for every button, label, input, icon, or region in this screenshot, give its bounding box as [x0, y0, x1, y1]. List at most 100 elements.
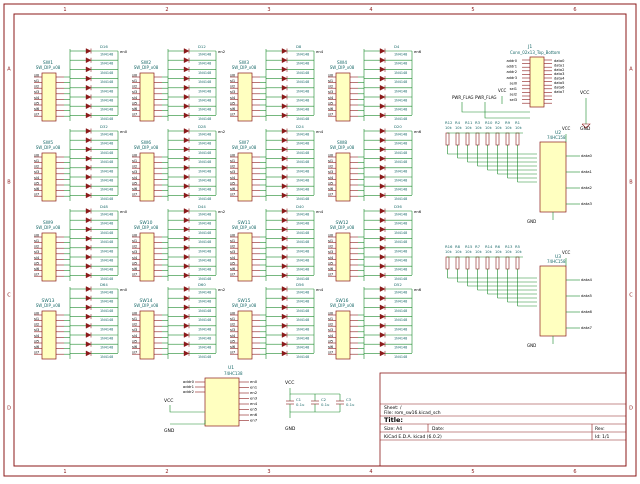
resistor-value: 10k — [505, 126, 513, 130]
connector-value: Conn_02x13_Top_Bottom — [510, 50, 560, 55]
diode-symbol — [281, 208, 288, 214]
diode-symbol — [183, 94, 190, 100]
diode-value: 1N4148 — [296, 179, 309, 183]
diode-symbol — [379, 57, 386, 64]
sel-net-label: sl2 — [132, 245, 137, 249]
diode-value: 1N4148 — [394, 222, 407, 226]
sel-net-label: sl4 — [34, 96, 40, 100]
decoder-input-net: addr1 — [183, 384, 195, 389]
diode-symbol — [379, 295, 386, 302]
switch-block: SW11SW_DIP_x08sl0sl1sl2sl3sl4sl5sl6sl71N… — [230, 204, 324, 282]
diode-symbol — [281, 332, 288, 338]
decoder-input-net: addr0 — [183, 379, 195, 384]
sel-net-label: sl2 — [132, 323, 137, 327]
diode-value: 1N4148 — [296, 99, 309, 103]
sel-net-label: sl1 — [34, 159, 39, 163]
diode-ref: D36 — [394, 204, 402, 209]
switch-block: SW16SW_DIP_x08sl0sl1sl2sl3sl4sl5sl6sl71N… — [328, 282, 422, 360]
diode-symbol — [281, 244, 288, 251]
diode-ref: D52 — [394, 282, 402, 287]
switch-ref: SW5 — [43, 140, 53, 146]
diode-symbol — [281, 75, 288, 82]
sel-net-label: sl4 — [132, 334, 138, 338]
switch-value: SW_DIP_x08 — [134, 145, 159, 150]
diode-value: 1N4148 — [198, 80, 211, 84]
diode-value: 1N4148 — [296, 309, 309, 313]
sel-net-label: sl1 — [34, 79, 39, 83]
diode-value: 1N4148 — [198, 327, 211, 331]
diode-value: 1N4148 — [394, 133, 407, 137]
diode-symbol — [85, 48, 92, 54]
diode-symbol — [183, 304, 190, 311]
diode-symbol — [281, 66, 288, 73]
diode-value: 1N4148 — [198, 142, 211, 146]
diode-symbol — [85, 235, 92, 242]
switch-body — [237, 310, 253, 360]
sel-net-label: sl7 — [34, 113, 39, 117]
sel-net-label: sl6 — [132, 267, 138, 271]
switch-body — [237, 152, 253, 202]
diode-symbol — [379, 286, 386, 292]
sel-net-label: sl3 — [230, 250, 235, 254]
diode-symbol — [85, 263, 92, 270]
diode-symbol — [183, 263, 190, 270]
switch-block: SW1SW_DIP_x08sl0sl1sl2sl3sl4sl5sl6sl71N4… — [34, 44, 128, 122]
outer-border — [3, 3, 637, 477]
diode-symbol — [281, 235, 288, 242]
capacitor-value: 0.1u — [321, 402, 330, 407]
switch-ref: SW7 — [239, 140, 249, 146]
sel-net-label: sl2 — [328, 323, 333, 327]
connector-ref: J1 — [527, 44, 532, 50]
sel-net-label: sl7 — [328, 351, 333, 355]
diode-value: 1N4148 — [296, 259, 309, 263]
mux-ref: U3 — [555, 254, 561, 260]
connector-vcc-label: VCC — [580, 90, 589, 96]
switch-block: SW8SW_DIP_x08sl0sl1sl2sl3sl4sl5sl6sl71N4… — [328, 124, 422, 202]
caps-bottom-rail — [289, 411, 340, 418]
connector-left-net: sel3 — [510, 98, 517, 102]
diode-value: 1N4148 — [296, 231, 309, 235]
diode-value: 1N4148 — [198, 268, 211, 272]
diode-symbol — [85, 217, 92, 224]
caps-gnd-label: GND — [285, 426, 296, 432]
diode-symbol — [379, 341, 386, 348]
resistor-body — [495, 256, 500, 270]
diode-symbol — [379, 155, 386, 162]
en-net-label: en2 — [218, 49, 226, 54]
switch-value: SW_DIP_x08 — [330, 145, 355, 150]
diode-value: 1N4148 — [198, 151, 211, 155]
diode-symbol — [281, 183, 288, 190]
diode-value: 1N4148 — [100, 117, 113, 121]
decoder-input-net: addr2 — [183, 389, 195, 394]
switch-block: SW3SW_DIP_x08sl0sl1sl2sl3sl4sl5sl6sl71N4… — [230, 44, 324, 122]
diode-value: 1N4148 — [296, 277, 309, 281]
sel-net-label: sl5 — [328, 339, 333, 343]
diode-symbol — [85, 164, 92, 171]
diode-symbol — [281, 226, 288, 233]
sel-net-label: sl2 — [34, 165, 39, 169]
diode-value: 1N4148 — [100, 151, 113, 155]
sel-net-label: sl0 — [230, 153, 236, 157]
diode-symbol — [379, 103, 386, 110]
diode-value: 1N4148 — [198, 71, 211, 75]
sel-net-label: sl6 — [230, 107, 236, 111]
diode-value: 1N4148 — [296, 133, 309, 137]
connector-gnd-label: GND — [580, 126, 591, 132]
connector-right-net: data3 — [554, 72, 564, 76]
diode-symbol — [85, 341, 92, 348]
diode-value: 1N4148 — [296, 318, 309, 322]
switch-body — [335, 232, 351, 282]
diode-symbol — [183, 48, 190, 54]
diode-value: 1N4148 — [100, 346, 113, 350]
diode-symbol — [379, 192, 386, 199]
sel-net-label: sl5 — [34, 101, 39, 105]
resistor-ref: R12 — [445, 120, 453, 125]
sel-net-label: sl2 — [132, 165, 137, 169]
sel-net-label: sl3 — [230, 90, 235, 94]
diode-symbol — [85, 244, 92, 251]
diode-value: 1N4148 — [100, 249, 113, 253]
switch-block: SW12SW_DIP_x08sl0sl1sl2sl3sl4sl5sl6sl71N… — [328, 204, 422, 282]
diode-symbol — [281, 341, 288, 348]
switch-value: SW_DIP_x08 — [36, 65, 61, 70]
diode-value: 1N4148 — [296, 188, 309, 192]
